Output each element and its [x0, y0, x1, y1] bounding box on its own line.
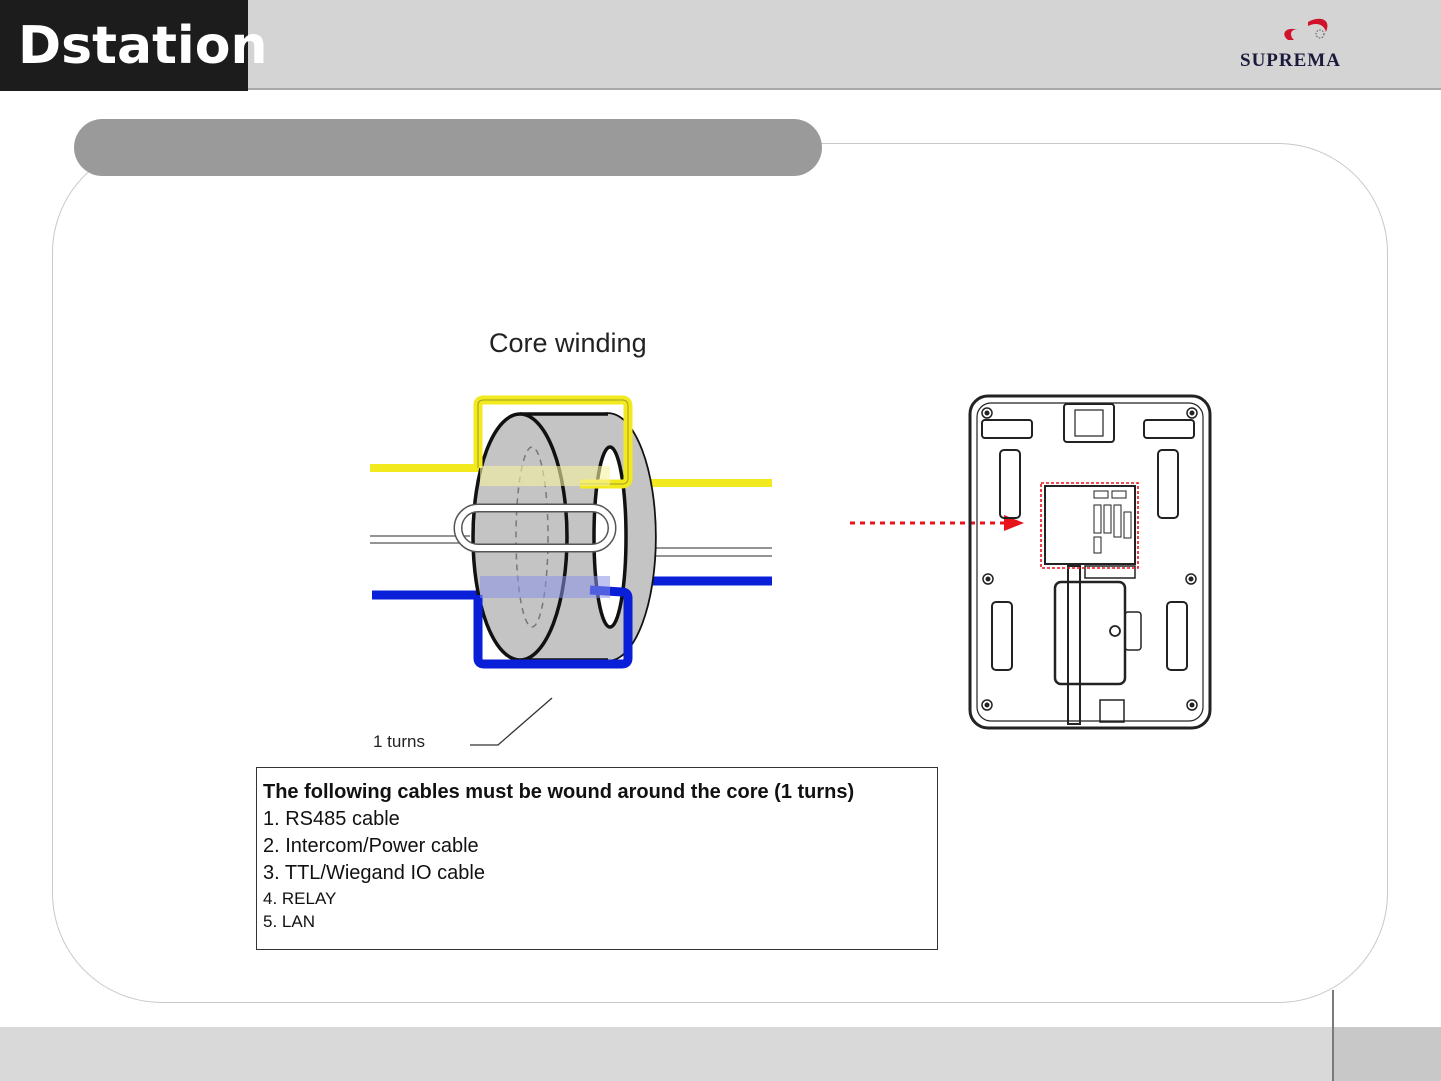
instruction-item: 5. LAN — [263, 910, 937, 933]
turns-label: 1 turns — [373, 732, 425, 752]
instruction-box: The following cables must be wound aroun… — [256, 767, 938, 950]
highlight-box — [1041, 483, 1138, 568]
instruction-item: 1. RS485 cable — [263, 806, 937, 833]
instruction-heading: The following cables must be wound aroun… — [263, 779, 937, 806]
device-backplate-drawing — [970, 396, 1210, 728]
instruction-item: 3. TTL/Wiegand IO cable — [263, 860, 937, 887]
footer-divider — [1332, 990, 1334, 1081]
footer-bar — [0, 1027, 1441, 1081]
turns-leader-line — [470, 698, 552, 745]
footer-page-number — [1333, 1027, 1441, 1081]
instruction-item: 2. Intercom/Power cable — [263, 833, 937, 860]
instruction-item: 4. RELAY — [263, 887, 937, 910]
